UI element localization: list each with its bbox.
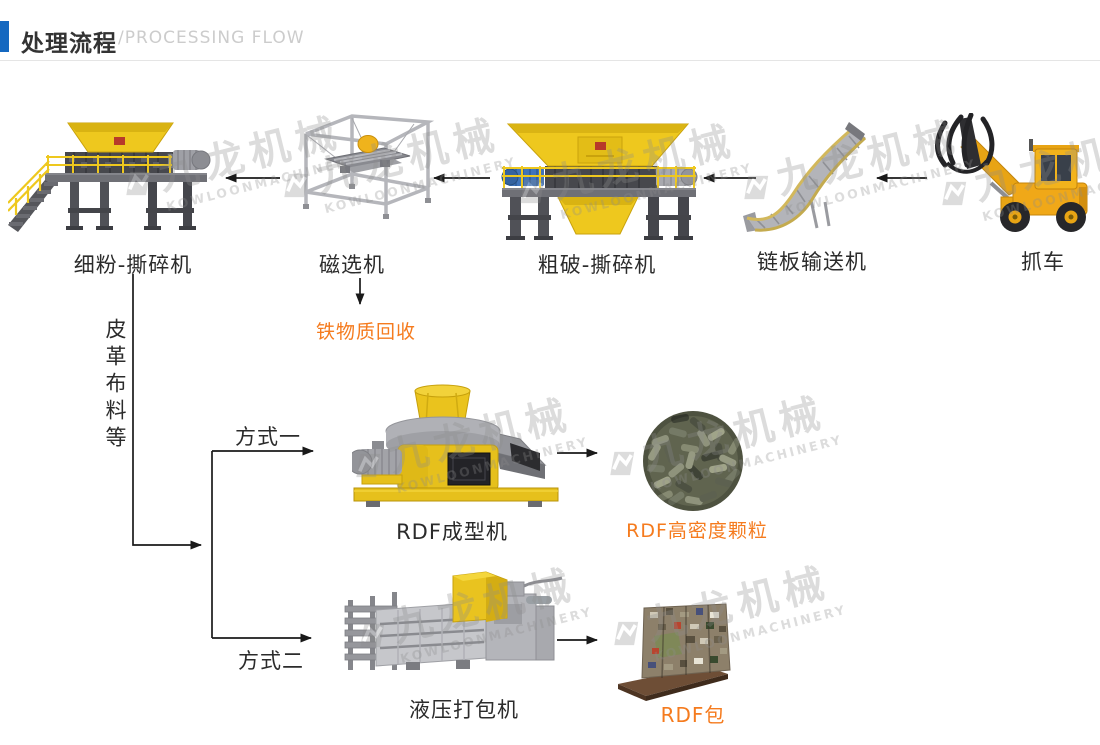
chain-conveyor-illustration [743,122,867,232]
label-rdf-machine: RDF成型机 [396,520,508,544]
fine-shredder-illustration [8,122,211,232]
label-method1: 方式一 [235,425,301,449]
label-magnetic-separator: 磁选机 [319,253,385,277]
title-accent-bar [0,21,9,52]
label-chain-conveyor: 链板输送机 [757,250,867,274]
label-rdf-bale: RDF包 [660,703,726,727]
label-coarse-shredder: 粗破-撕碎机 [537,253,657,277]
rdf-bale-image [618,603,731,701]
label-baler: 液压打包机 [409,698,519,722]
page-subtitle: /PROCESSING FLOW [118,28,305,48]
label-grab-loader: 抓车 [1021,250,1065,274]
magnetic-separator-illustration [303,114,435,219]
grab-loader-illustration [935,113,1088,232]
header-divider [0,60,1100,61]
label-iron-recovery: 铁物质回收 [315,321,417,343]
label-method2: 方式二 [238,649,304,673]
label-side-material: 皮革布料等 [103,318,127,453]
hydraulic-baler-illustration [344,571,563,670]
page-title: 处理流程 [21,31,117,57]
label-fine-shredder: 细粉-撕碎机 [73,253,193,277]
section-header: 处理流程 /PROCESSING FLOW [0,0,1100,61]
rdf-pellets-image [643,411,743,511]
line-fine-shredder-down [132,274,202,550]
coarse-shredder-illustration [501,123,698,240]
label-rdf-pellets: RDF高密度颗粒 [626,520,768,542]
rdf-forming-machine-illustration [352,384,559,507]
